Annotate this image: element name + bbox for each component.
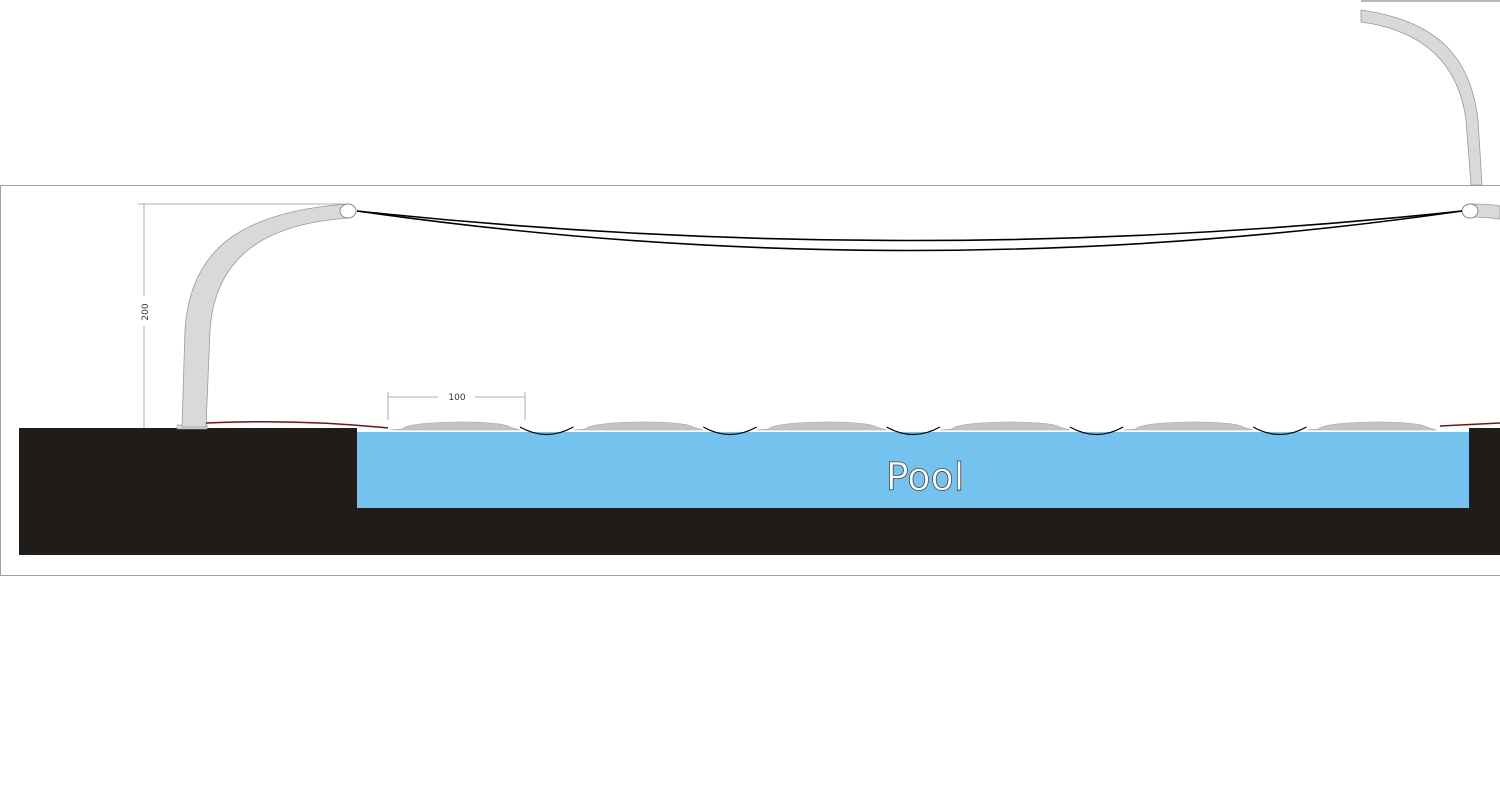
diagram-frame [0,185,1500,576]
right-hose [1439,422,1500,427]
float-connector [703,426,757,436]
float [756,421,887,431]
left-pole [181,203,350,428]
float [1123,421,1254,431]
pool-water [357,432,1469,508]
left-hose [205,421,389,429]
right-pulley [1461,203,1479,219]
upper-pole-fragment [1360,9,1483,186]
float-connector [519,426,574,436]
float-connector [886,426,941,436]
cable-lower [356,210,1463,252]
cable-upper [356,210,1463,242]
float-connector [1252,426,1307,436]
left-pulley [339,203,357,219]
pool-label: Pool [886,455,965,499]
height-dimension-label: 200 [141,303,151,320]
float [1306,421,1437,431]
ground [19,428,1500,555]
float [389,421,521,431]
float [573,421,704,431]
float-chain [389,421,1437,436]
float [939,421,1070,431]
float-connector [1069,426,1124,436]
spacing-dimension-label: 100 [448,393,465,403]
